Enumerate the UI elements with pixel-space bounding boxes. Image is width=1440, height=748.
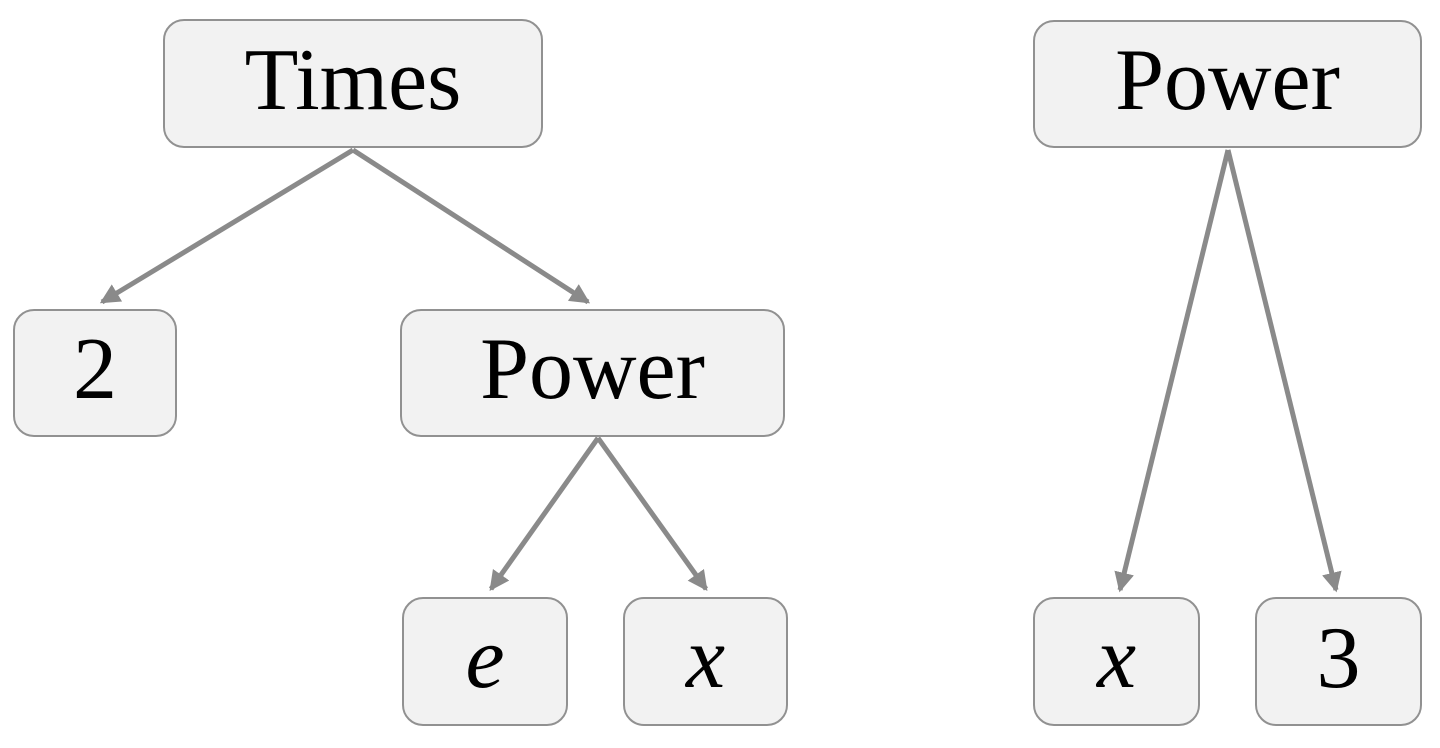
node-three: 3 bbox=[1255, 597, 1422, 726]
edge-times-to-two bbox=[99, 147, 355, 305]
edge-power-to-x-right bbox=[1114, 149, 1231, 593]
node-x-right: x bbox=[1033, 597, 1200, 726]
edge-times-to-power bbox=[351, 147, 591, 305]
node-times-label: Times bbox=[244, 31, 462, 129]
node-power-left: Power bbox=[400, 309, 785, 437]
node-two: 2 bbox=[13, 309, 177, 437]
node-e-label: e bbox=[465, 609, 505, 707]
node-x-left-label: x bbox=[685, 609, 726, 707]
node-x-right-label: x bbox=[1096, 609, 1137, 707]
node-power-right-label: Power bbox=[1115, 32, 1340, 129]
node-times: Times bbox=[163, 19, 543, 148]
node-x-left: x bbox=[623, 597, 788, 726]
node-e: e bbox=[402, 597, 568, 726]
node-two-label: 2 bbox=[73, 321, 117, 418]
edge-power-to-three bbox=[1225, 149, 1342, 593]
node-three-label: 3 bbox=[1316, 609, 1361, 707]
edge-power-to-e bbox=[488, 436, 601, 592]
node-power-left-label: Power bbox=[480, 321, 705, 418]
node-power-right: Power bbox=[1033, 20, 1422, 148]
edge-power-to-x bbox=[595, 436, 709, 592]
